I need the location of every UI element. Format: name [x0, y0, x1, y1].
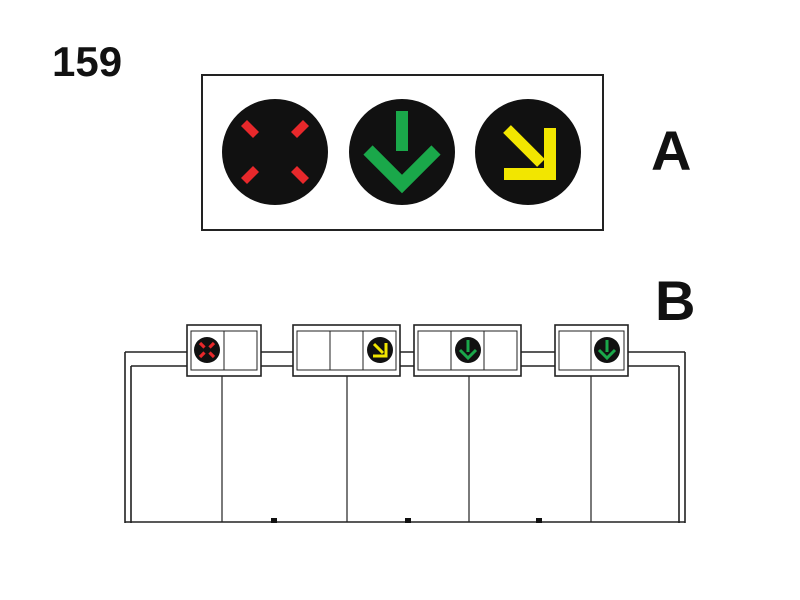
signal-lens — [222, 99, 328, 205]
gantry-signal-box-1 — [187, 325, 261, 376]
road-marker — [271, 518, 277, 523]
road-marker — [405, 518, 411, 523]
road-marker — [536, 518, 542, 523]
gantry-signal-box-4 — [555, 325, 628, 376]
red-x-signal — [222, 99, 328, 205]
signal-lens — [194, 337, 220, 363]
gantry-signal-box-2 — [293, 325, 400, 376]
yellow-arrow-signal — [475, 99, 581, 205]
gantry-signal-box-3 — [414, 325, 521, 376]
panel-a-signal-head — [202, 75, 603, 230]
green-arrow-signal — [349, 99, 455, 205]
panel-b-gantry — [125, 352, 685, 523]
